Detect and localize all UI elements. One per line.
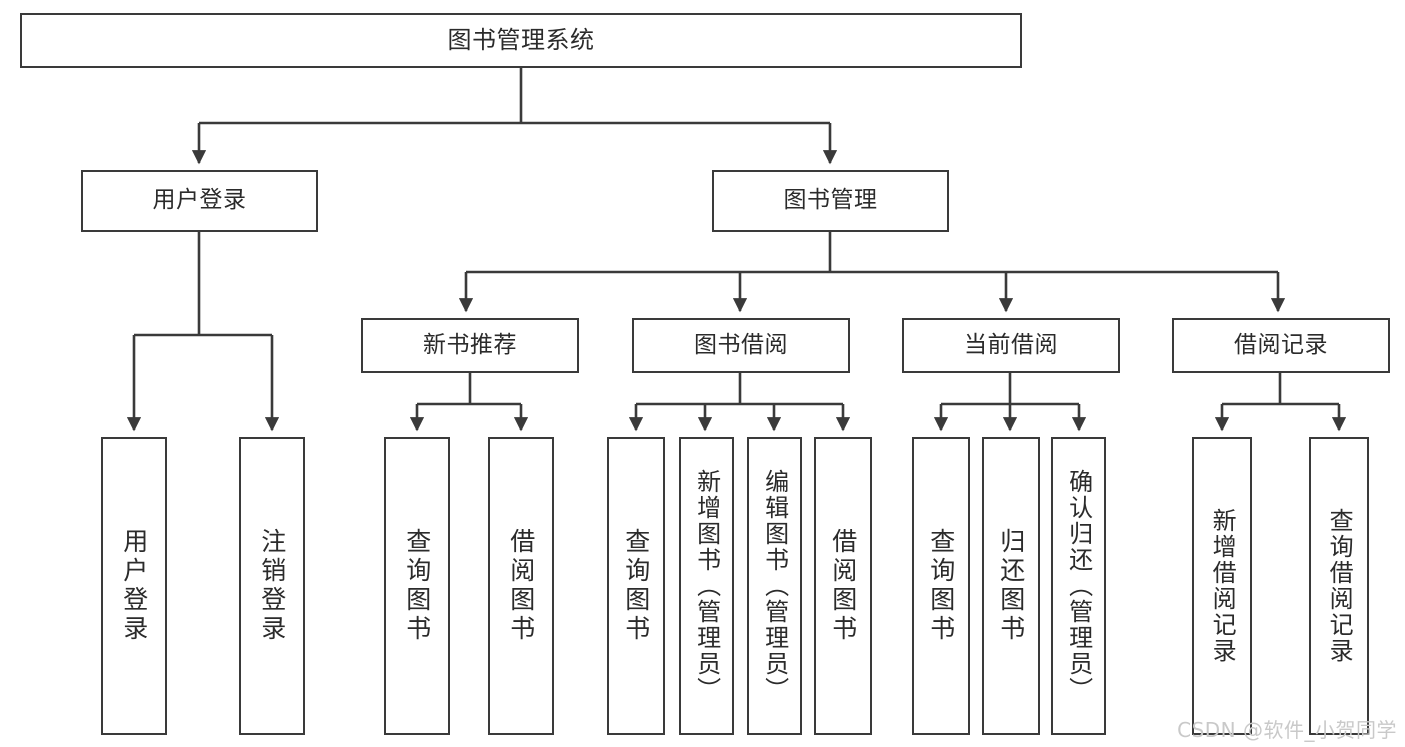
- node-label: 用户登录: [152, 187, 247, 214]
- node-label: 编辑图书（管理员）: [760, 469, 789, 703]
- leaf-user-login-signin[interactable]: 用户登录: [101, 437, 167, 735]
- node-book-management[interactable]: 图书管理: [712, 170, 949, 232]
- leaf-new-book-borrow[interactable]: 借阅图书: [488, 437, 554, 735]
- node-label: 查询借阅记录: [1325, 508, 1354, 664]
- node-book-borrow[interactable]: 图书借阅: [632, 318, 850, 373]
- node-label: 借阅记录: [1234, 331, 1328, 358]
- node-label: 查询图书: [402, 528, 432, 644]
- node-root-system[interactable]: 图书管理系统: [20, 13, 1022, 68]
- node-current-borrow[interactable]: 当前借阅: [902, 318, 1120, 373]
- leaf-book-borrow-borrow[interactable]: 借阅图书: [814, 437, 872, 735]
- leaf-borrow-record-query[interactable]: 查询借阅记录: [1309, 437, 1369, 735]
- node-label: 确认归还（管理员）: [1064, 469, 1093, 703]
- node-label: 新书推荐: [423, 331, 517, 358]
- leaf-new-book-query[interactable]: 查询图书: [384, 437, 450, 735]
- leaf-book-borrow-edit[interactable]: 编辑图书（管理员）: [747, 437, 802, 735]
- node-user-login[interactable]: 用户登录: [81, 170, 318, 232]
- node-label: 借阅图书: [828, 528, 858, 644]
- node-label: 当前借阅: [964, 331, 1058, 358]
- leaf-current-borrow-return[interactable]: 归还图书: [982, 437, 1040, 735]
- leaf-borrow-record-add[interactable]: 新增借阅记录: [1192, 437, 1252, 735]
- node-label: 图书管理系统: [447, 26, 595, 55]
- node-label: 图书借阅: [694, 331, 788, 358]
- watermark-text: CSDN @软件_小贺同学: [1177, 718, 1397, 742]
- leaf-current-borrow-query[interactable]: 查询图书: [912, 437, 970, 735]
- leaf-user-login-signout[interactable]: 注销登录: [239, 437, 305, 735]
- leaf-current-borrow-confirm[interactable]: 确认归还（管理员）: [1051, 437, 1106, 735]
- node-label: 图书管理: [783, 187, 878, 214]
- node-borrow-record[interactable]: 借阅记录: [1172, 318, 1390, 373]
- node-label: 用户登录: [119, 528, 149, 644]
- node-label: 查询图书: [621, 528, 651, 644]
- leaf-book-borrow-query[interactable]: 查询图书: [607, 437, 665, 735]
- node-label: 新增借阅记录: [1208, 508, 1237, 664]
- node-label: 归还图书: [996, 528, 1026, 644]
- node-label: 注销登录: [257, 528, 287, 644]
- node-label: 查询图书: [926, 528, 956, 644]
- node-label: 新增图书（管理员）: [692, 469, 721, 703]
- leaf-book-borrow-add[interactable]: 新增图书（管理员）: [679, 437, 734, 735]
- node-new-book-recommend[interactable]: 新书推荐: [361, 318, 579, 373]
- node-label: 借阅图书: [506, 528, 536, 644]
